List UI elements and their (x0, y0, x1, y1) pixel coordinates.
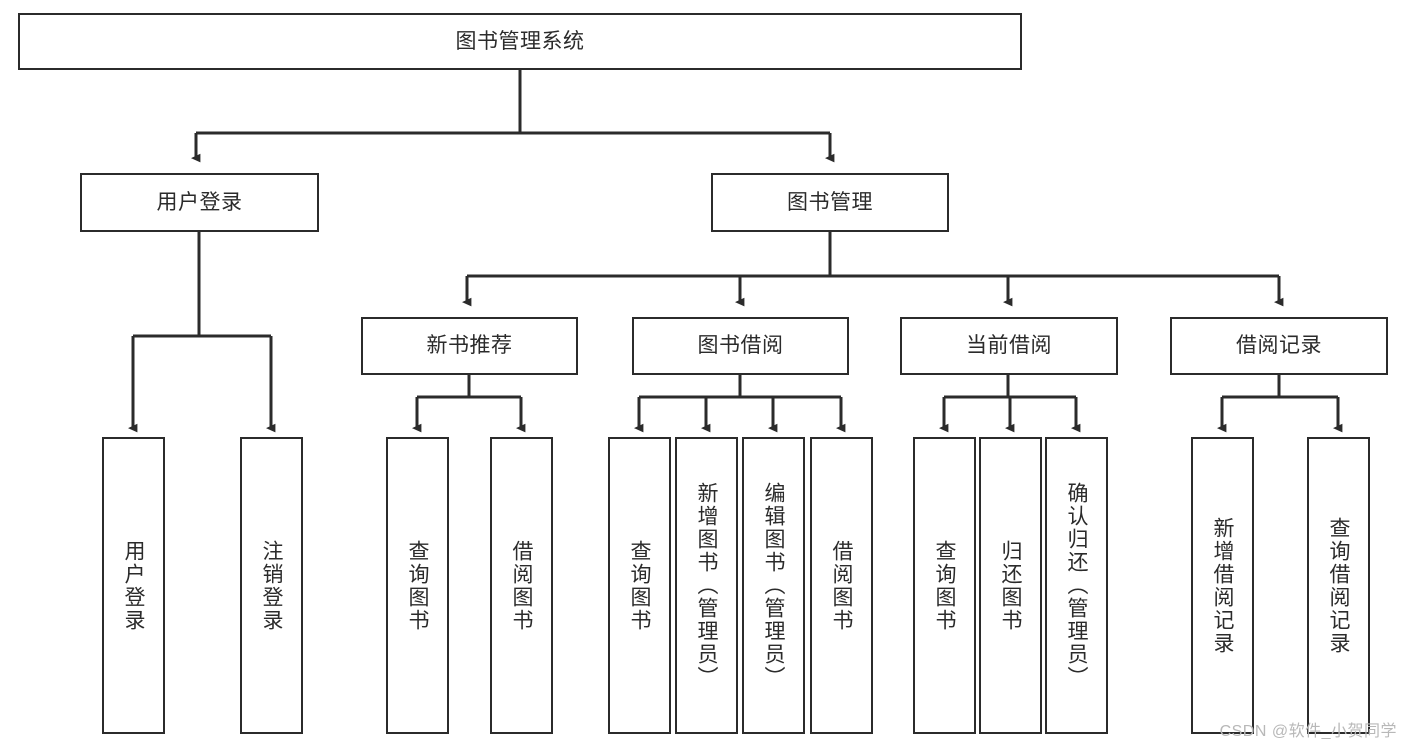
leaf-bb-borrow-book-label: 借阅图书 (830, 539, 853, 632)
leaf-br-add-record-label: 新增借阅记录 (1211, 516, 1234, 655)
leaf-br-query-record[interactable]: 查询借阅记录 (1307, 437, 1370, 734)
node-book-borrow-label: 图书借阅 (697, 334, 784, 358)
leaf-cb-query-book-label: 查询图书 (933, 539, 956, 632)
node-current-borrow[interactable]: 当前借阅 (900, 317, 1118, 375)
leaf-cb-return-book-label: 归还图书 (999, 539, 1022, 632)
leaf-cb-return-book[interactable]: 归还图书 (979, 437, 1042, 734)
leaf-bb-edit-book-admin-label: 编辑图书（管理员） (762, 482, 785, 689)
leaf-br-add-record[interactable]: 新增借阅记录 (1191, 437, 1254, 734)
leaf-br-query-record-label: 查询借阅记录 (1327, 516, 1350, 655)
leaf-bb-borrow-book[interactable]: 借阅图书 (810, 437, 873, 734)
node-borrow-record-label: 借阅记录 (1236, 334, 1322, 358)
leaf-bb-add-book-admin[interactable]: 新增图书（管理员） (675, 437, 738, 734)
leaf-logout-label: 注销登录 (260, 539, 283, 632)
node-new-book-recommend[interactable]: 新书推荐 (361, 317, 578, 375)
leaf-bb-query-book-label: 查询图书 (628, 539, 651, 632)
node-new-book-recommend-label: 新书推荐 (426, 334, 513, 358)
leaf-cb-confirm-return-admin-label: 确认归还（管理员） (1065, 482, 1088, 689)
leaf-cb-confirm-return-admin[interactable]: 确认归还（管理员） (1045, 437, 1108, 734)
leaf-nbr-query-book[interactable]: 查询图书 (386, 437, 449, 734)
node-borrow-record[interactable]: 借阅记录 (1170, 317, 1388, 375)
leaf-bb-query-book[interactable]: 查询图书 (608, 437, 671, 734)
leaf-user-login[interactable]: 用户登录 (102, 437, 165, 734)
leaf-bb-add-book-admin-label: 新增图书（管理员） (695, 482, 718, 689)
leaf-cb-query-book[interactable]: 查询图书 (913, 437, 976, 734)
node-root[interactable]: 图书管理系统 (18, 13, 1022, 70)
node-user-login-label: 用户登录 (156, 190, 243, 214)
leaf-nbr-borrow-book-label: 借阅图书 (510, 539, 533, 632)
node-current-borrow-label: 当前借阅 (966, 334, 1052, 358)
leaf-nbr-borrow-book[interactable]: 借阅图书 (490, 437, 553, 734)
leaf-logout[interactable]: 注销登录 (240, 437, 303, 734)
node-book-management[interactable]: 图书管理 (711, 173, 949, 232)
node-root-label: 图书管理系统 (455, 29, 585, 53)
leaf-bb-edit-book-admin[interactable]: 编辑图书（管理员） (742, 437, 805, 734)
node-book-borrow[interactable]: 图书借阅 (632, 317, 849, 375)
node-book-management-label: 图书管理 (787, 190, 873, 214)
leaf-nbr-query-book-label: 查询图书 (406, 539, 429, 632)
leaf-user-login-label: 用户登录 (122, 539, 145, 632)
node-user-login[interactable]: 用户登录 (80, 173, 319, 232)
